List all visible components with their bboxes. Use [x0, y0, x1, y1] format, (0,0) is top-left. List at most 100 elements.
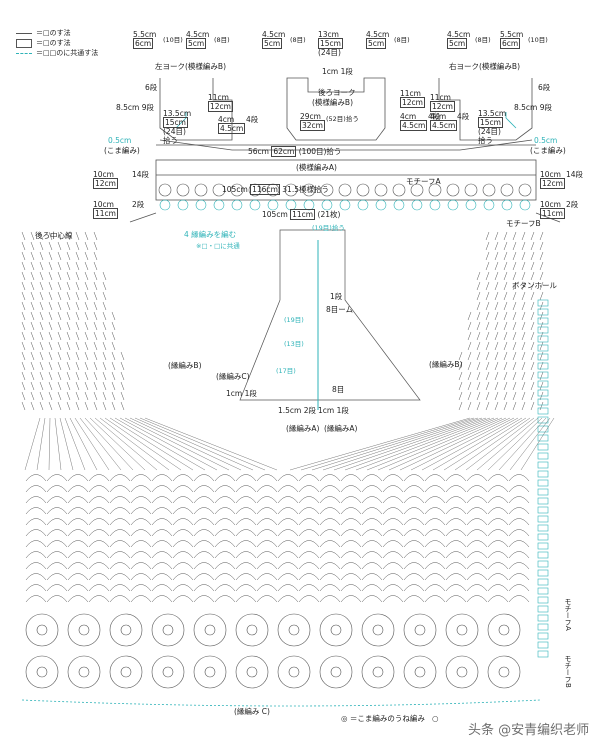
shell-stitch [214, 540, 236, 548]
left-yoke-w1-sts: (10目) [163, 36, 183, 44]
stitch-mark [485, 351, 490, 361]
shell-stitch [172, 474, 194, 482]
stitch-mark [539, 251, 544, 261]
stitch-mark [503, 291, 508, 301]
motif-center [78, 624, 90, 636]
stitch-mark [39, 311, 44, 321]
stitch-mark [539, 271, 544, 281]
stitch-mark [530, 261, 535, 271]
stitch-mark [57, 321, 62, 331]
shell-stitch [25, 562, 47, 570]
shell-stitch [487, 518, 509, 526]
yoke-join-lines [159, 139, 533, 151]
left-yoke-w2-sts: (8目) [214, 36, 230, 44]
stitch-mark [84, 351, 89, 361]
shell-stitch [46, 496, 68, 504]
shell-stitch [424, 584, 446, 592]
fan-line [119, 417, 218, 471]
shell-stitch [235, 507, 257, 515]
shell-stitch [256, 584, 278, 592]
stitch-mark [93, 401, 98, 411]
motif-center [498, 624, 510, 636]
stitch-mark [30, 371, 35, 381]
fan-line [114, 417, 206, 471]
shell-stitch [25, 529, 47, 537]
motif-edge [483, 199, 495, 211]
motif-center [120, 666, 132, 678]
stitch-mark [21, 281, 26, 291]
shell-stitch [130, 540, 152, 548]
shell-stitch [67, 496, 89, 504]
motif-center [372, 624, 384, 636]
shell-stitch [256, 595, 278, 603]
stitch-mark [467, 381, 472, 391]
shell-stitch [46, 518, 68, 526]
stitch-mark [48, 231, 53, 241]
shell-stitch [487, 507, 509, 515]
shell-stitch [193, 540, 215, 548]
shell-stitch [130, 518, 152, 526]
shell-stitch [256, 562, 278, 570]
stitch-mark [503, 341, 508, 351]
shell-stitch [277, 518, 299, 526]
stitch-mark [539, 291, 544, 301]
shell-stitch [67, 485, 89, 493]
stitch-mark [485, 301, 490, 311]
shell-stitch [508, 496, 530, 504]
motif-flower-large [319, 613, 353, 647]
shell-stitch [361, 507, 383, 515]
shell-stitch [88, 562, 110, 570]
stitch-mark [494, 261, 499, 271]
shell-stitch [214, 573, 236, 581]
shell-stitch [109, 496, 131, 504]
shell-stitch [319, 474, 341, 482]
center-edge-a: (縁編みA) [286, 424, 320, 433]
shell-stitch [214, 518, 236, 526]
stitch-mark [93, 261, 98, 271]
fan-line [64, 417, 86, 471]
stitch-mark [485, 281, 490, 291]
motif-edge [429, 199, 441, 211]
motif-center [498, 666, 510, 678]
button-band-stitch [537, 533, 549, 541]
stitch-mark [21, 301, 26, 311]
shell-stitch [109, 584, 131, 592]
shell-stitch [508, 551, 530, 559]
center-r6: (17目) [276, 367, 296, 375]
shell-stitch [319, 562, 341, 570]
legend-text: ＝□のす法 [36, 39, 71, 47]
stitch-mark [512, 251, 517, 261]
button-band-stitch [537, 542, 549, 550]
fan-line [443, 417, 527, 471]
back-yoke-title: 後ろヨーク [318, 88, 356, 97]
stitch-mark [467, 371, 472, 381]
shell-stitch [424, 496, 446, 504]
stitch-mark [503, 241, 508, 251]
shell-stitch [256, 540, 278, 548]
stitch-mark [512, 341, 517, 351]
stitch-mark [93, 231, 98, 241]
stitch-mark [84, 371, 89, 381]
stitch-mark [66, 371, 71, 381]
center-sub: ※□・□に共通 [196, 242, 240, 250]
stitch-mark [48, 241, 53, 251]
right-yoke-arrow [505, 112, 517, 129]
stitch-mark [120, 401, 125, 411]
shell-stitch [319, 595, 341, 603]
shell-stitch [214, 496, 236, 504]
motif-edge [285, 199, 297, 211]
shell-stitch [319, 584, 341, 592]
shell-stitch [46, 540, 68, 548]
stitch-mark [66, 341, 71, 351]
shell-stitch [67, 551, 89, 559]
motif-center [36, 666, 48, 678]
stitch-mark [458, 401, 463, 411]
motif-flower-large [193, 655, 227, 689]
shell-stitch [88, 551, 110, 559]
left-yoke-arrow [175, 112, 187, 129]
shell-stitch [382, 507, 404, 515]
shell-stitch [487, 573, 509, 581]
stitch-mark [39, 241, 44, 251]
